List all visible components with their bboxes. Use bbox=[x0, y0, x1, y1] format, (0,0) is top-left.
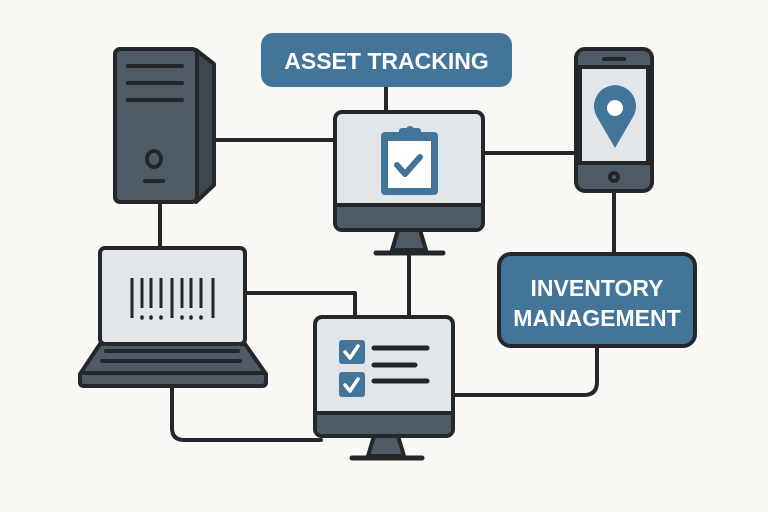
server-tower-icon bbox=[113, 47, 216, 204]
location-pin-icon bbox=[594, 85, 636, 148]
connector-inventory-monitor bbox=[451, 345, 599, 397]
checklist-icon bbox=[339, 340, 430, 397]
inventory-line2: MANAGEMENT bbox=[513, 305, 680, 331]
inventory-management-label: INVENTORY MANAGEMENT bbox=[497, 252, 697, 348]
laptop-barcode-icon bbox=[78, 246, 268, 388]
monitor-clipboard-icon bbox=[333, 110, 485, 256]
inventory-line1: INVENTORY bbox=[531, 275, 664, 301]
connector-laptop-bottom bbox=[170, 383, 323, 442]
asset-tracking-text: ASSET TRACKING bbox=[284, 48, 488, 74]
asset-tracking-label: ASSET TRACKING bbox=[261, 33, 512, 87]
connector-laptop-monitor bbox=[243, 291, 357, 319]
clipboard-icon bbox=[381, 126, 438, 195]
connectors bbox=[158, 85, 616, 442]
barcode-icon bbox=[130, 278, 215, 320]
smartphone-location-icon bbox=[574, 47, 654, 193]
monitor-checklist-icon bbox=[313, 315, 455, 461]
